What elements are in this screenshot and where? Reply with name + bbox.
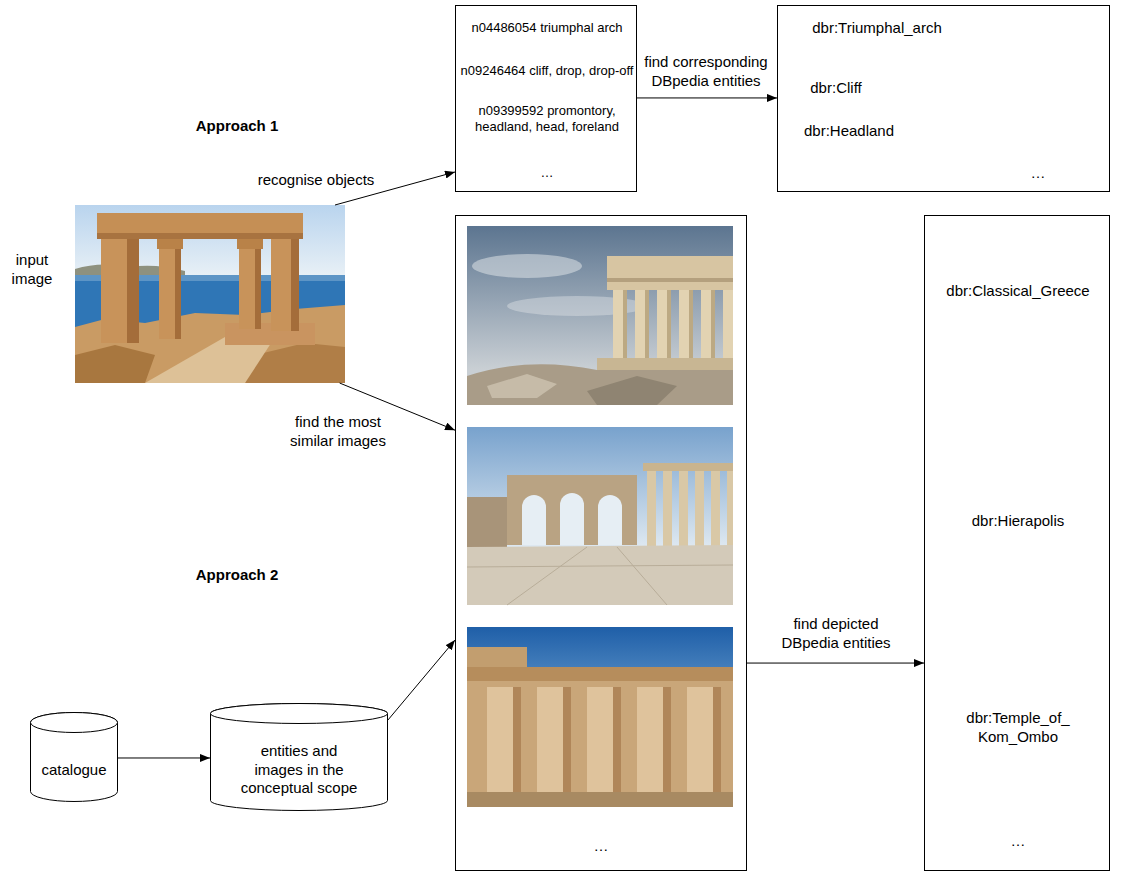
similar-photo xyxy=(467,627,733,807)
entity-list-box: dbr:Classical_Greece dbr:Hierapolis dbr:Te… xyxy=(924,215,1110,871)
node-text: dbr:Classical_Greece xyxy=(946,282,1089,301)
arrow-connector xyxy=(388,640,455,720)
similar-photo xyxy=(467,427,733,605)
node-text: n09399592 promontory, headland, head, fo… xyxy=(458,103,636,136)
node-text: dbr:Headland xyxy=(804,122,894,141)
edge-label: find corresponding DBpedia entities xyxy=(638,53,774,91)
cylinder-outline xyxy=(30,712,118,802)
arrow-connector xyxy=(747,663,924,664)
node-text: n09246464 cliff, drop, drop-off xyxy=(461,63,634,79)
edge-label: recognise objects xyxy=(256,171,377,190)
edge-label: find the most similar images xyxy=(274,413,403,451)
input-image: input image xyxy=(75,205,345,383)
cylinder-top xyxy=(211,704,388,724)
node-text: … xyxy=(1011,832,1026,851)
section-heading: Approach 2 xyxy=(196,566,279,585)
cylinder-body xyxy=(31,713,118,802)
node-text: catalogue xyxy=(41,761,106,780)
arrow-connector xyxy=(118,757,210,758)
input-photo xyxy=(75,205,345,383)
node-text: dbr:Triumphal_arch xyxy=(812,19,942,38)
node-text: n04486054 triumphal arch xyxy=(471,20,622,36)
node-text: … xyxy=(594,837,609,856)
edge-label: find depicted DBpedia entities xyxy=(772,615,901,653)
cylinder-body xyxy=(211,704,388,811)
database-cylinder: entities and images in the conceptual sc… xyxy=(210,703,388,811)
database-cylinder: catalogue xyxy=(30,712,118,802)
node-text: dbr:Cliff xyxy=(810,79,861,98)
node-text: … xyxy=(541,165,554,181)
node-text: dbr:Temple_of_ Kom_Ombo xyxy=(943,709,1093,747)
arrow-connector xyxy=(637,97,777,98)
node-text: dbr:Hierapolis xyxy=(972,512,1065,531)
node-text: … xyxy=(1031,164,1046,183)
similar-photo xyxy=(467,226,733,405)
cylinder-top xyxy=(31,713,118,733)
section-heading: Approach 1 xyxy=(196,117,279,136)
entity-list-box: dbr:Triumphal_arch dbr:Cliff dbr:Headland … xyxy=(777,5,1110,192)
label-list-box: n04486054 triumphal arch n09246464 cliff,… xyxy=(455,5,637,192)
similar-images-box: … xyxy=(455,215,747,871)
node-text: entities and images in the conceptual sc… xyxy=(238,742,360,798)
node-text: input image xyxy=(6,251,58,289)
